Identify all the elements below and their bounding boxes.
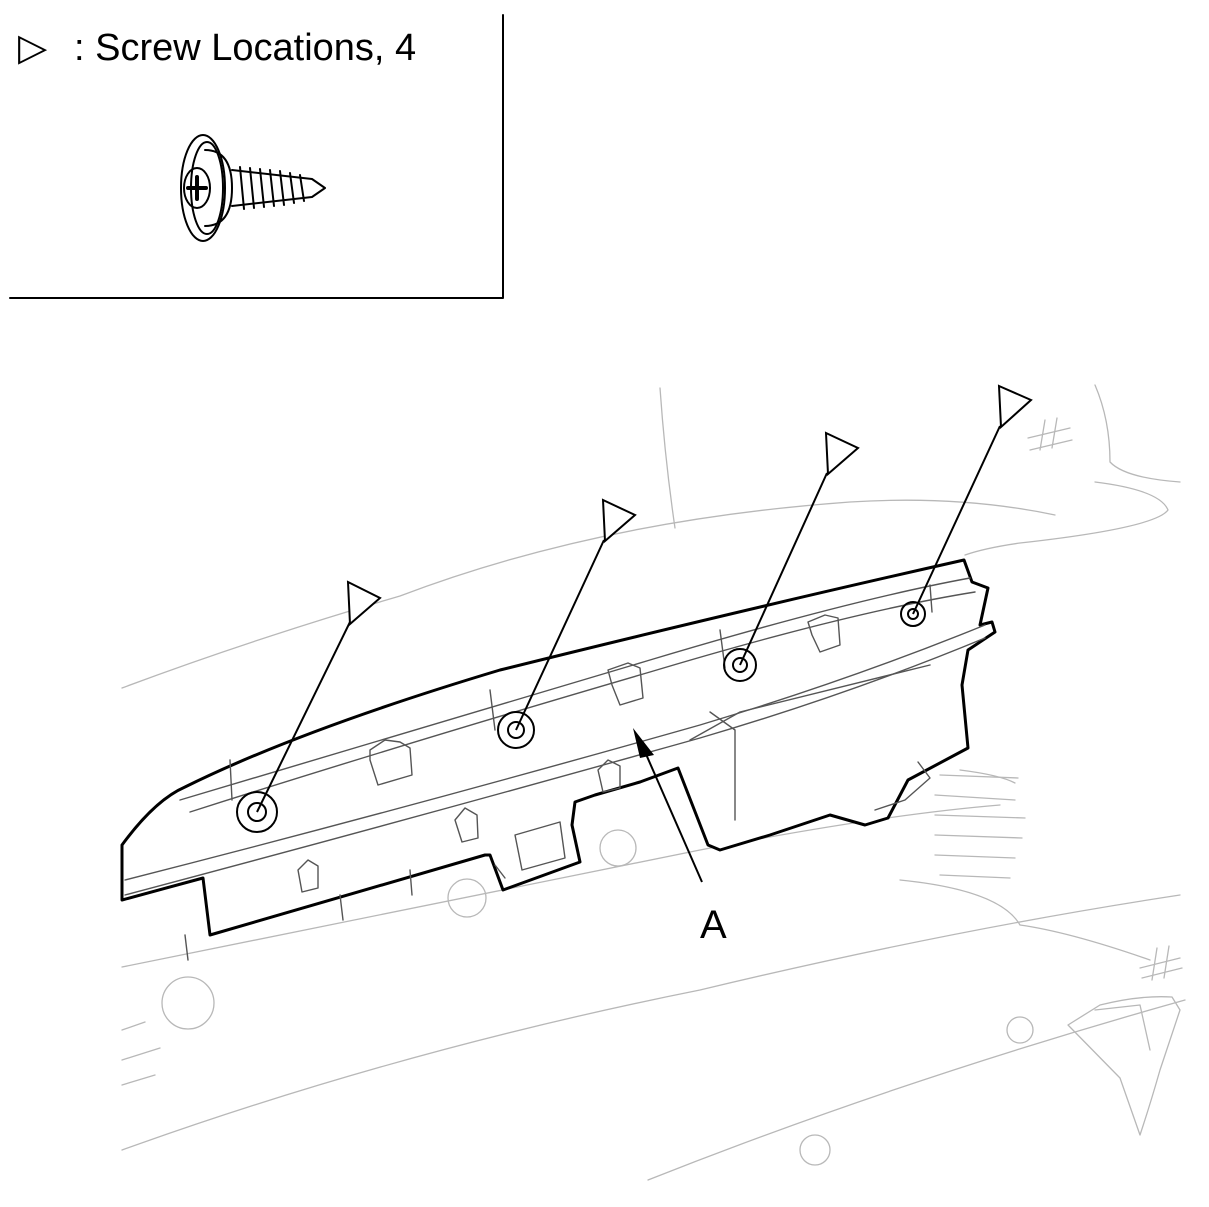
screw-boss — [236, 601, 926, 833]
arrowhead-icon — [633, 728, 654, 758]
part-a-trim-panel — [120, 558, 997, 961]
triangle-marker-icon — [601, 498, 637, 544]
screw-location-4 — [912, 384, 1033, 615]
screw-location-2 — [515, 498, 637, 731]
legend-box: ▷ : Screw Locations, 4 — [9, 14, 504, 299]
tapping-screw-icon — [180, 134, 326, 242]
legend-text: : Screw Locations, 4 — [74, 27, 416, 69]
triangle-marker-icon — [824, 431, 860, 477]
screw-location-3 — [739, 431, 860, 666]
screw-markers — [256, 384, 1033, 813]
screw-location-1 — [256, 580, 382, 813]
triangle-marker-icon — [346, 580, 382, 627]
callout-a: A — [633, 728, 727, 947]
callout-label-a: A — [700, 903, 727, 947]
retaining-clip — [297, 614, 841, 893]
triangle-marker-icon — [997, 384, 1033, 430]
legend-symbol-icon: ▷ — [18, 27, 48, 69]
